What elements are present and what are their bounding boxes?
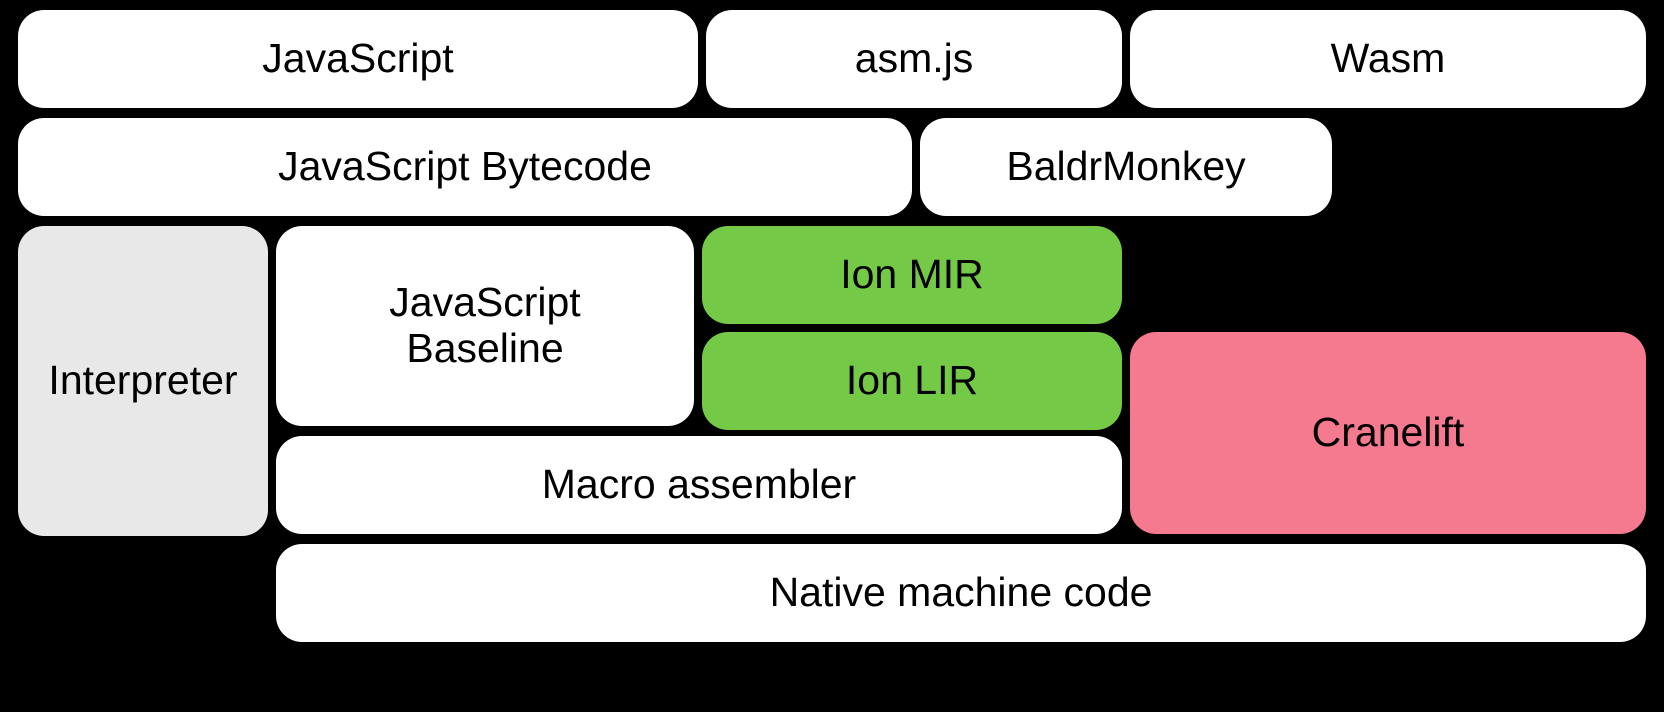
node-baldrmonkey[interactable]: BaldrMonkey [920, 118, 1332, 216]
node-javascript-bytecode[interactable]: JavaScript Bytecode [18, 118, 912, 216]
node-ion-lir[interactable]: Ion LIR [702, 332, 1122, 430]
node-ion-mir[interactable]: Ion MIR [702, 226, 1122, 324]
node-interpreter[interactable]: Interpreter [18, 226, 268, 536]
node-javascript-baseline[interactable]: JavaScript Baseline [276, 226, 694, 426]
node-native-machine-code[interactable]: Native machine code [276, 544, 1646, 642]
node-asm-js[interactable]: asm.js [706, 10, 1122, 108]
node-cranelift[interactable]: Cranelift [1130, 332, 1646, 534]
node-wasm[interactable]: Wasm [1130, 10, 1646, 108]
node-macro-assembler[interactable]: Macro assembler [276, 436, 1122, 534]
node-javascript[interactable]: JavaScript [18, 10, 698, 108]
